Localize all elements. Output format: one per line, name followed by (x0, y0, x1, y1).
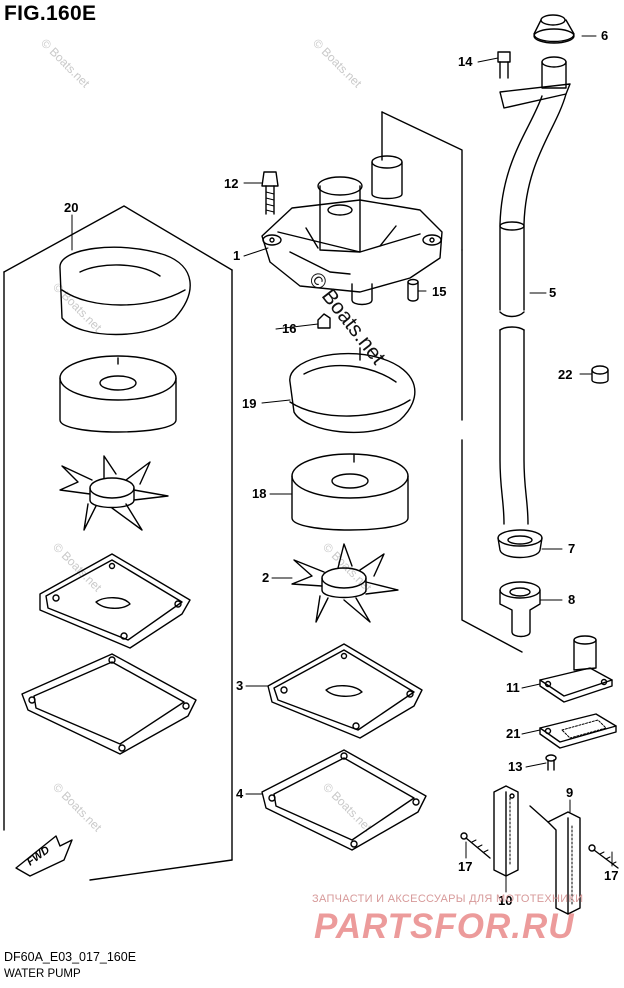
kit-clip-ring (59, 246, 191, 336)
callout-2: 2 (262, 570, 269, 585)
water-tube-5 (499, 56, 571, 525)
leader-lines (71, 35, 613, 893)
kit-seal-ring (59, 355, 177, 433)
callout-9: 9 (566, 785, 573, 800)
watermark-shop-brand: PARTSFOR.RU (314, 907, 575, 946)
bolt-12 (261, 171, 279, 215)
callout-11: 11 (506, 680, 520, 695)
sleeve-8 (499, 581, 541, 638)
callout-12: 12 (224, 176, 238, 191)
grille-10 (493, 785, 519, 877)
seal-ring-18 (291, 453, 409, 531)
bolt-13 (545, 754, 557, 771)
callout-14: 14 (458, 54, 473, 69)
grommet-6 (533, 14, 575, 44)
callout-21: 21 (506, 726, 520, 741)
callout-8: 8 (568, 592, 575, 607)
callout-6: 6 (601, 28, 608, 43)
screw-17-right (588, 844, 619, 869)
callout-5: 5 (549, 285, 556, 300)
callout-17-right: 17 (604, 868, 618, 883)
figure-title: FIG.160E (4, 2, 97, 25)
kit-impeller (59, 455, 169, 531)
kit-plate (39, 553, 191, 649)
plate-3 (267, 643, 423, 739)
grommet-7 (497, 529, 543, 559)
callout-3: 3 (236, 678, 243, 693)
kit-outline-frame (3, 205, 233, 881)
callout-20: 20 (64, 200, 78, 215)
clip-ring-19 (289, 347, 416, 434)
callout-19: 19 (242, 396, 256, 411)
screw-17-left (460, 832, 491, 859)
section-name: WATER PUMP (4, 968, 81, 980)
callout-22: 22 (558, 367, 572, 382)
watermark-shop-tagline: ЗАПЧАСТИ И АКСЕССУАРЫ ДЛЯ МОТОТЕХНИКИ (312, 893, 584, 905)
pump-case (261, 155, 443, 306)
impeller-2 (291, 543, 399, 623)
callout-18: 18 (252, 486, 266, 501)
model-code: DF60A_E03_017_160E (4, 950, 137, 964)
callout-7: 7 (568, 541, 575, 556)
callout-numbers: 12 1 16 15 19 18 2 3 4 20 14 6 5 22 7 8 … (25, 28, 619, 908)
grommet-22 (591, 365, 609, 384)
right-outline-frame (381, 111, 523, 653)
kit-gasket (21, 653, 197, 755)
dowel-pin-15 (407, 278, 419, 302)
callout-13: 13 (508, 759, 522, 774)
callout-16: 16 (282, 321, 296, 336)
connector-11 (539, 635, 613, 703)
bolt-14 (497, 51, 511, 79)
gasket-4 (261, 749, 427, 851)
callout-17-left: 17 (458, 859, 472, 874)
callout-15: 15 (432, 284, 446, 299)
grille-9 (529, 805, 581, 915)
callout-1: 1 (233, 248, 240, 263)
key-16 (317, 313, 331, 329)
screen-filter-21 (539, 713, 617, 749)
fwd-arrow-icon (15, 835, 73, 877)
callout-4: 4 (236, 786, 244, 801)
callout-10: 10 (498, 893, 512, 908)
